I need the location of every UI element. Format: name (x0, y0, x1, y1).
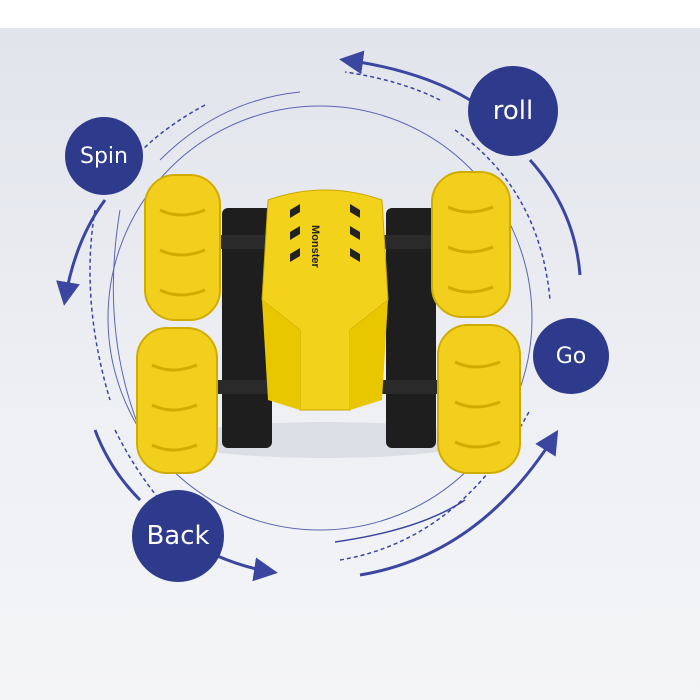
wheel (431, 171, 511, 318)
roll-badge: roll (468, 66, 558, 156)
car-logo: Monster (309, 225, 321, 269)
go-badge: Go (533, 318, 609, 394)
dashed-arc (89, 209, 111, 401)
spin-badge: Spin (65, 117, 143, 195)
thin-arc (112, 209, 141, 431)
wheel (136, 327, 218, 474)
back-arc (93, 429, 142, 502)
back-arrow (214, 553, 278, 582)
dashed-arc (114, 429, 161, 501)
dashed-arc (344, 71, 441, 101)
go-arrow (359, 429, 559, 577)
orbit-circle (107, 105, 533, 531)
roll-arrow (339, 50, 471, 102)
wheel (144, 174, 221, 321)
roll-arc (528, 158, 582, 276)
spin-arrow (56, 199, 107, 306)
thin-arc (334, 499, 466, 543)
thin-arc (159, 91, 301, 161)
back-badge: Back (132, 490, 224, 582)
dashed-arc (454, 129, 551, 301)
dashed-arc (339, 409, 531, 561)
wheel (437, 324, 521, 474)
rc-car: Monster (136, 171, 521, 474)
